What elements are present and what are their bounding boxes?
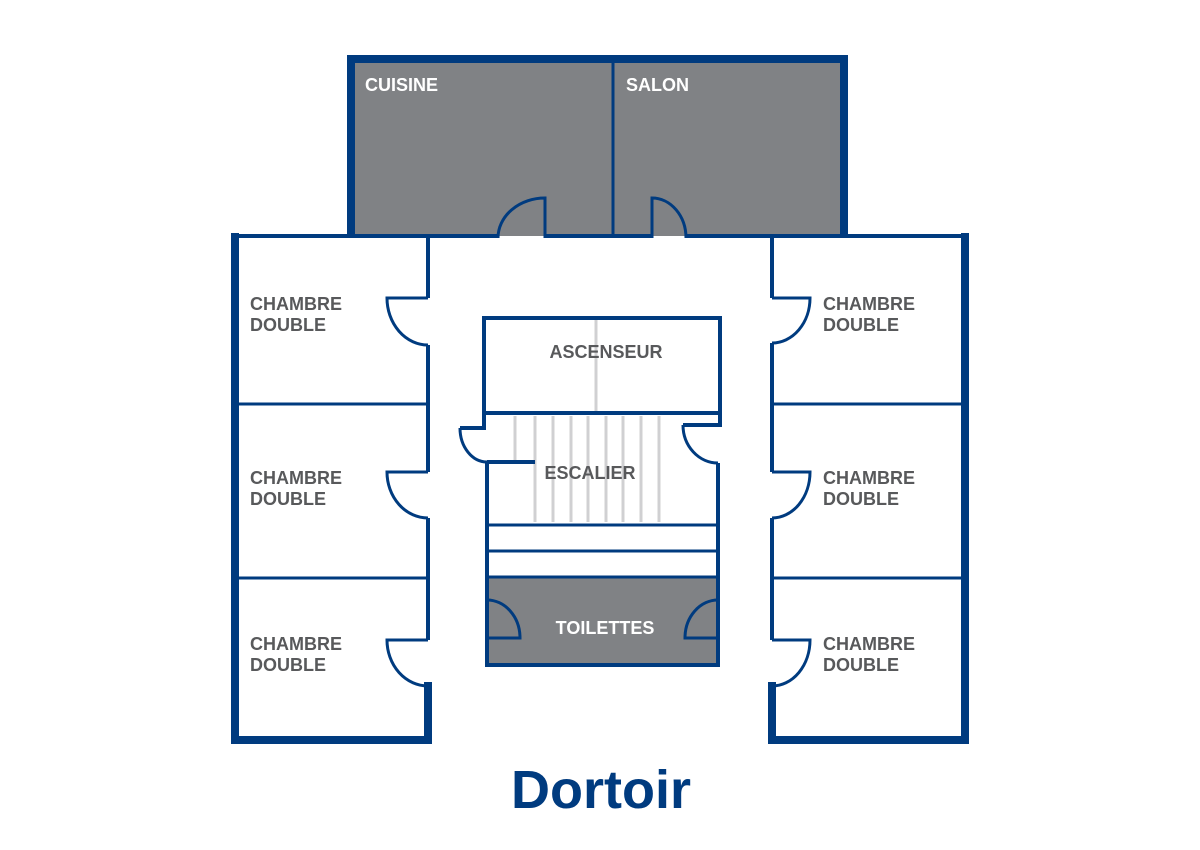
left-room-1-label-line2: DOUBLE [250, 315, 326, 335]
toilettes-right-door[interactable] [683, 598, 719, 640]
right-room-1-label-line2: DOUBLE [823, 315, 899, 335]
right-room-2-label-line1: CHAMBRE [823, 468, 915, 488]
toilettes-left-door[interactable] [486, 598, 522, 640]
right-room-2-door[interactable] [771, 470, 812, 520]
right-room-1-door[interactable] [771, 296, 812, 345]
toilettes-walls [485, 577, 720, 667]
common-rooms-fill [351, 59, 844, 236]
right-room-3-label-line2: DOUBLE [823, 655, 899, 675]
stair-steps [513, 416, 661, 522]
right-room-3-label-line1: CHAMBRE [823, 634, 915, 654]
ascenseur-room [482, 316, 722, 415]
escalier-walls [460, 413, 722, 667]
escalier-left-door[interactable] [458, 427, 488, 464]
cuisine-door[interactable] [496, 196, 547, 239]
toilettes-fill [488, 577, 717, 663]
left-room-3-label-line1: CHAMBRE [250, 634, 342, 654]
right-room-2-label-line2: DOUBLE [823, 489, 899, 509]
left-room-1-label-line1: CHAMBRE [250, 294, 342, 314]
left-room-2-label-line2: DOUBLE [250, 489, 326, 509]
toilettes-label: TOILETTES [556, 618, 655, 638]
salon-label: SALON [626, 75, 689, 95]
left-room-3-label-line2: DOUBLE [250, 655, 326, 675]
left-room-2-door[interactable] [385, 470, 429, 520]
common-rooms-block [231, 55, 968, 239]
left-room-1-door[interactable] [385, 296, 429, 347]
central-core [458, 316, 722, 667]
salon-door[interactable] [650, 196, 688, 239]
left-room-3-door[interactable] [385, 638, 429, 688]
plan-title: Dortoir [511, 760, 691, 820]
left-wing [231, 233, 432, 744]
common-rooms-outer-wall [347, 55, 848, 236]
ascenseur-label: ASCENSEUR [549, 342, 662, 362]
escalier-right-door[interactable] [681, 424, 719, 465]
right-wing [768, 233, 969, 744]
left-room-2-label-line1: CHAMBRE [250, 468, 342, 488]
escalier-label: ESCALIER [544, 463, 635, 483]
right-room-3-door[interactable] [771, 638, 812, 688]
right-room-1-label-line1: CHAMBRE [823, 294, 915, 314]
cuisine-label: CUISINE [365, 75, 438, 95]
